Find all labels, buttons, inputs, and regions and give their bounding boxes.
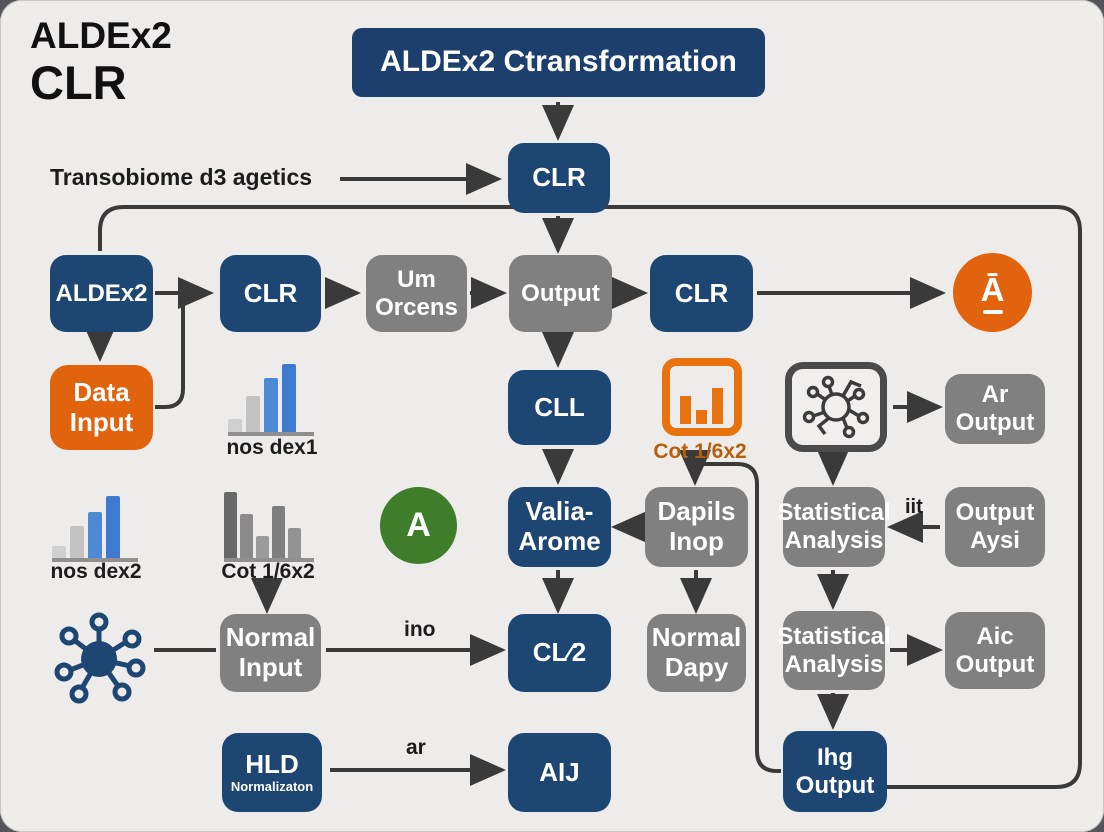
network-hub-icon bbox=[54, 612, 146, 704]
node-statistical-analysis-2: Statistical Analysis bbox=[777, 611, 891, 690]
node-output-aysi: Output Aysi bbox=[945, 487, 1045, 567]
bar bbox=[288, 528, 301, 558]
bar bbox=[88, 512, 102, 558]
page-title: ALDEx2 CLR bbox=[30, 15, 172, 109]
nos-dex2-chart-icon bbox=[52, 478, 138, 562]
hld-title: HLD bbox=[245, 749, 299, 780]
page-title-line2: CLR bbox=[30, 55, 127, 109]
node-normal-dapy: Normal Dapy bbox=[647, 614, 746, 692]
bar bbox=[272, 506, 285, 558]
node-aic-output: Aic Output bbox=[945, 612, 1045, 689]
node-aij: AIJ bbox=[508, 733, 611, 812]
bar bbox=[228, 419, 242, 432]
nos-dex1-label: nos dex1 bbox=[226, 436, 318, 459]
bar bbox=[70, 526, 84, 558]
rail-clr-to-ihg bbox=[98, 205, 1082, 789]
cot-gray-chart-icon bbox=[224, 474, 314, 562]
cot-gray-label: Cot 1/6x2 bbox=[221, 560, 315, 583]
node-cll: CLL bbox=[508, 370, 611, 445]
node-data-input: Data Input bbox=[50, 365, 153, 450]
node-clr-row2: CLR bbox=[220, 255, 321, 332]
bar bbox=[224, 492, 237, 558]
a-macron-text: Ā bbox=[980, 233, 1005, 353]
bar bbox=[282, 364, 296, 432]
node-ar-output: Ar Output bbox=[945, 374, 1045, 444]
ar-label: ar bbox=[406, 736, 426, 759]
node-clr-top: CLR bbox=[508, 143, 610, 213]
node-dapils-inop: Dapils Inop bbox=[645, 487, 748, 567]
a-macron-underline bbox=[982, 310, 1003, 315]
network-glyph bbox=[802, 375, 870, 439]
node-output: Output bbox=[509, 255, 612, 332]
nos-dex2-label: nos dex2 bbox=[50, 560, 142, 583]
nos-dex1-chart-icon bbox=[228, 352, 314, 436]
bar bbox=[246, 396, 260, 432]
bar bbox=[264, 378, 278, 432]
cot-orange-chart-icon bbox=[662, 358, 742, 436]
iit-label: iit bbox=[905, 496, 923, 518]
bar bbox=[106, 496, 120, 558]
bar bbox=[256, 536, 269, 558]
network-square-icon bbox=[785, 362, 887, 452]
node-clr-row2b: CLR bbox=[650, 255, 753, 332]
a-macron-glyph: Ā bbox=[980, 270, 1005, 308]
banner-aldex2-ctransformation: ALDEx2 Ctransformation bbox=[352, 28, 765, 97]
node-valia-arome: Valia- Arome bbox=[508, 487, 611, 567]
node-aldex2: ALDEx2 bbox=[50, 255, 153, 332]
bar bbox=[240, 514, 253, 558]
green-a-badge: A bbox=[380, 487, 457, 564]
node-ihg-output: Ihg Output bbox=[783, 731, 887, 812]
node-um-orcens: Um Orcens bbox=[366, 255, 467, 332]
data-input-branch bbox=[155, 295, 185, 409]
node-statistical-analysis-1: Statistical Analysis bbox=[777, 487, 891, 567]
bar bbox=[52, 546, 66, 558]
cot-orange-label: Cot 1/6x2 bbox=[653, 440, 747, 463]
a-macron-badge: Ā bbox=[953, 253, 1032, 332]
transobiome-label: Transobiome d3 agetics bbox=[50, 164, 313, 190]
node-hld-normalization: HLD Normalizaton bbox=[222, 733, 322, 812]
cot-branch-to-ihg bbox=[697, 462, 781, 773]
ino-label: ino bbox=[404, 618, 436, 641]
node-cl2: CL⁄2 bbox=[508, 614, 611, 692]
page-title-line1: ALDEx2 bbox=[30, 15, 172, 56]
node-normal-input: Normal Input bbox=[220, 614, 321, 692]
hld-subtitle: Normalizaton bbox=[230, 778, 314, 794]
